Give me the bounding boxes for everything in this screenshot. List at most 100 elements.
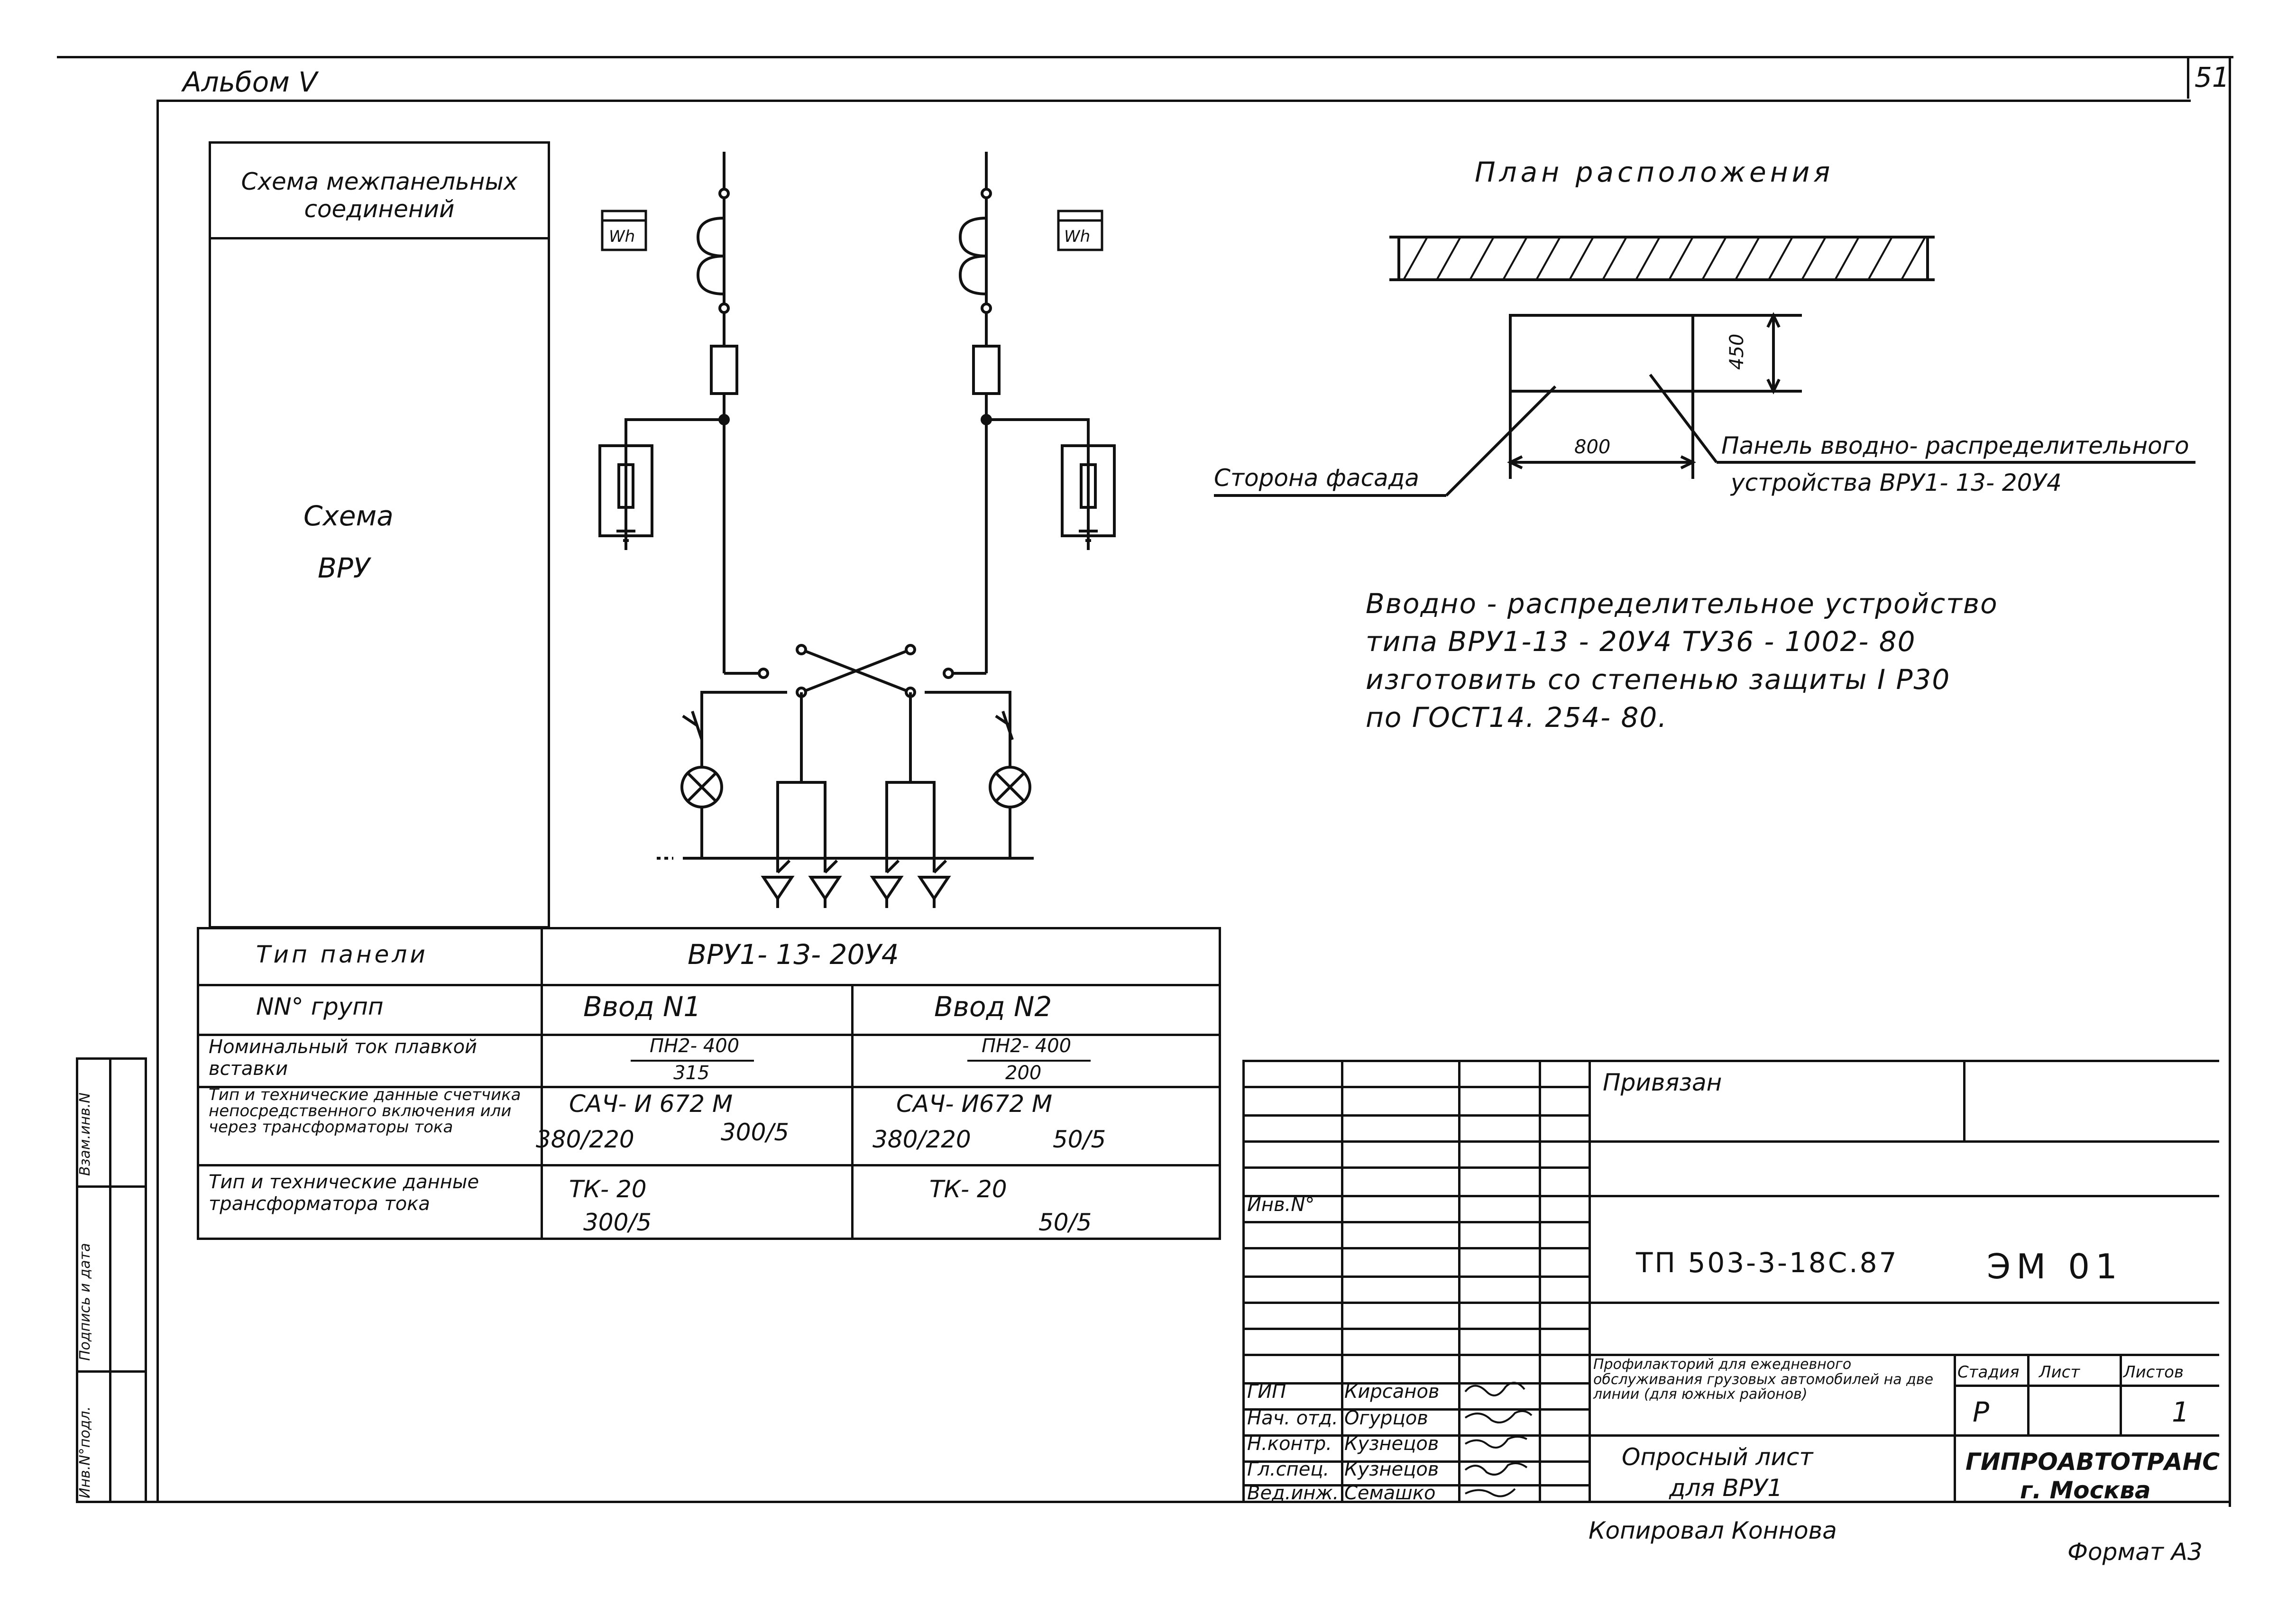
stamp-privyazan-divider [1963,1060,1965,1140]
person-role-1: ГИП [1247,1381,1286,1403]
stamp-row-m [1242,1408,1589,1411]
interpanel-divider [209,237,550,239]
meter-label-left: Wh [609,227,635,246]
stamp-stage-header-line [1954,1385,2219,1387]
side-strip [76,1057,147,1503]
stage-header: Стадия [1957,1363,2020,1382]
stamp-stage-col-2 [2027,1354,2030,1434]
row-groups-input-1: Ввод N1 [583,991,701,1023]
stamp-col-4 [1539,1060,1541,1503]
row-fuse-fraction-2 [967,1060,1091,1062]
table-row-line-4 [197,1164,1221,1166]
note-line-2: типа ВРУ1-13 - 20У4 ТУ36 - 1002- 80 [1366,625,1916,658]
inv-no-label: Инв.N° [1247,1194,1315,1216]
stamp-row-d [1242,1166,1589,1169]
side-strip-row-2 [76,1370,147,1373]
stamp-row-n [1242,1434,2219,1437]
stamp-row-j [1242,1328,1589,1330]
stamp-top-line [1242,1060,2219,1062]
stamp-col-1 [1242,1060,1245,1503]
note-line-1: Вводно - распределительное устройство [1366,587,1998,620]
row-panel-type-label: Тип панели [256,941,428,968]
page-number: 51 [2195,61,2230,93]
stamp-stage-col-3 [2120,1354,2122,1434]
bottom-border [76,1501,2231,1503]
stamp-row-e [1242,1195,2219,1197]
row-fuse-input-1-top: ПН2- 400 [650,1035,740,1057]
sheets-value: 1 [2172,1396,2189,1428]
album-label: Альбом V [183,66,318,98]
note-line-4: по ГОСТ14. 254- 80. [1366,701,1668,734]
row-panel-type-value: ВРУ1- 13- 20У4 [688,938,899,971]
vru-label-1: Схема [303,500,394,532]
vru-label-2: ВРУ [318,552,370,584]
row-meter-input-2-voltage: 380/220 [872,1126,971,1153]
stamp-stage-col-1 [1954,1354,1956,1434]
row-fuse-fraction-1 [631,1060,754,1062]
side-strip-divider [109,1057,111,1503]
row-groups-label: NN° групп [256,993,384,1020]
facade-label: Сторона фасада [1214,464,1419,492]
stamp-row-l [1242,1382,1589,1385]
doc-mark: ЭМ 01 [1987,1247,2123,1286]
stamp-org-divider [1954,1434,1956,1503]
project-title: Профилакторий для ежедневного обслуживан… [1593,1356,1934,1403]
person-role-4: Гл.спец. [1247,1459,1330,1480]
top-border [57,56,2233,58]
stamp-col-5 [1589,1060,1591,1503]
person-name-4: Кузнецов [1344,1459,1439,1480]
stamp-col-3 [1458,1060,1460,1503]
table-row-line-2 [197,1034,1221,1036]
stamp-row-b [1242,1114,1589,1117]
table-row-line-3 [197,1086,1221,1088]
stamp-row-g [1242,1247,1589,1249]
row-fuse-label: Номинальный ток плавкой вставки [209,1036,478,1080]
copied-by: Копировал Коннова [1589,1517,1837,1544]
row-meter-input-2-type: САЧ- И672 М [896,1090,1053,1118]
stage-value: Р [1973,1396,1989,1428]
stamp-row-a [1242,1086,1589,1088]
row-meter-input-1-type: САЧ- И 672 М [569,1090,733,1118]
person-name-3: Кузнецов [1344,1433,1439,1455]
table-row-line-1 [197,984,1221,986]
privyazan-label: Привязан [1603,1069,1722,1096]
left-border [156,100,159,1503]
plan-title: План расположения [1475,156,1834,188]
panel-data-table [197,927,1221,1240]
row-ct-input-1-type: ТК- 20 [569,1175,647,1203]
person-role-3: Н.контр. [1247,1433,1332,1455]
row-fuse-input-1-bottom: 315 [673,1062,710,1084]
row-ct-input-2-type: ТК- 20 [929,1175,1007,1203]
row-ct-label: Тип и технические данные трансформатора … [209,1171,479,1215]
stamp-row-o [1242,1460,1589,1463]
stamp-row-h [1242,1275,1589,1278]
person-name-5: Семашко [1344,1482,1436,1504]
page-number-divider [2187,56,2189,99]
row-meter-input-1-voltage: 380/220 [536,1126,634,1153]
meter-label-right: Wh [1064,227,1091,246]
person-name-2: Огурцов [1344,1407,1428,1429]
stamp-row-c [1242,1140,2219,1143]
row-ct-input-2-ratio: 50/5 [1038,1209,1092,1236]
panel-label-1: Панель вводно- распределительного [1721,432,2189,459]
sheet-name-2: для ВРУ1 [1669,1474,1783,1502]
sheet-header: Лист [2039,1363,2080,1382]
stamp-row-k [1242,1354,2219,1356]
person-role-2: Нач. отд. [1247,1407,1338,1429]
sheets-header: Листов [2123,1363,2184,1382]
stamp-row-i [1242,1302,2219,1304]
person-name-1: Кирсанов [1344,1381,1440,1403]
row-meter-input-2-ratio: 50/5 [1053,1126,1106,1153]
person-role-5: Вед.инж. [1247,1482,1339,1504]
right-border [2229,56,2231,1507]
table-col-divider-1 [541,927,543,1240]
org-city: г. Москва [2020,1477,2151,1504]
inner-top-border [156,100,2191,102]
row-meter-label: Тип и технические данные счетчика непоср… [209,1085,521,1137]
panel-label-2: устройства ВРУ1- 13- 20У4 [1731,469,2062,496]
table-col-divider-2 [851,984,854,1240]
plan-width-dimension: 800 [1574,436,1611,458]
row-fuse-input-2-bottom: 200 [1005,1062,1042,1084]
